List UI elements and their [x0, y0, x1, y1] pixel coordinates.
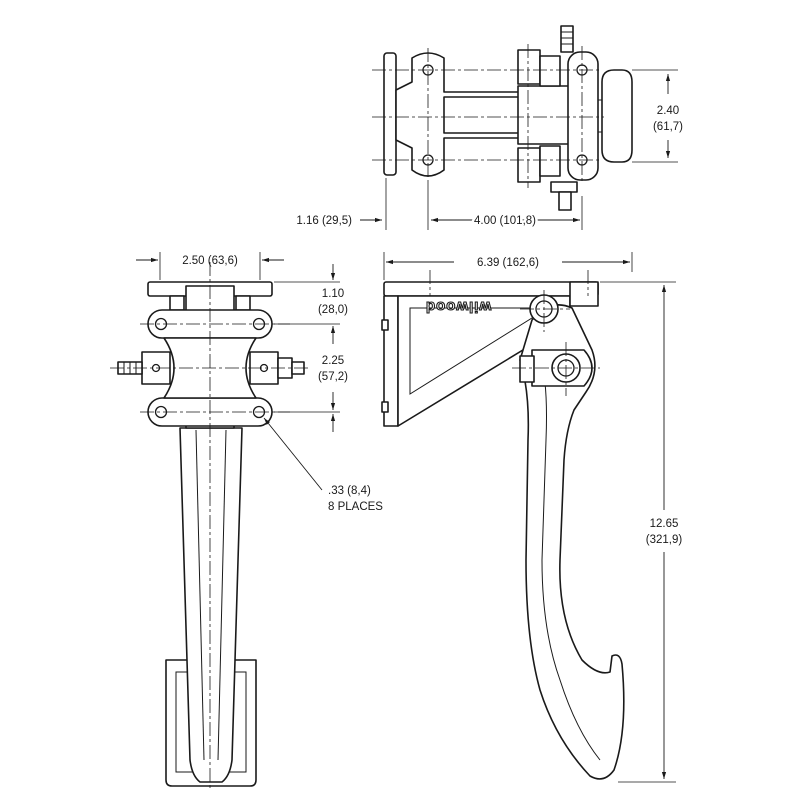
dimension-labels: 2.40 (61,7) 1.16 (29,5) 4.00 (101,8) 2.5… [182, 105, 683, 546]
side-clevis [519, 355, 535, 383]
top-pedal-edge [601, 69, 633, 163]
top-clevis-lower-left [517, 147, 541, 183]
front-view-dimensions [136, 252, 340, 491]
side-right-bracket [569, 281, 599, 307]
dim-front-hole-spacing: 2.25 [322, 355, 344, 367]
dim-front-hole-spacing-mm: (57,2) [318, 371, 348, 383]
top-stud-lower [558, 191, 572, 211]
top-nut-lower [550, 181, 578, 193]
front-top-tab [235, 295, 251, 311]
side-flange-tab [381, 401, 389, 413]
top-stud-upper [560, 25, 574, 53]
side-top-flange [383, 281, 599, 297]
front-top-tab [169, 295, 185, 311]
top-clevis-lower-right [539, 145, 561, 177]
dim-front-width: 2.50 (63,6) [182, 255, 238, 267]
top-view [372, 25, 633, 211]
dim-front-top-height: 1.10 [322, 288, 344, 300]
side-pedal-arm [519, 304, 625, 780]
top-hub [517, 85, 571, 145]
dim-hole-count: 8 PLACES [328, 501, 383, 513]
top-clevis-upper-left [517, 49, 541, 85]
top-view-dimensions [360, 69, 678, 230]
side-view: wilwood [381, 270, 625, 780]
top-right-plate [567, 51, 599, 181]
dim-front-top-height-mm: (28,0) [318, 304, 348, 316]
top-arm [443, 96, 531, 134]
dim-top-width-mm: (61,7) [653, 121, 683, 133]
logo-text: wilwood [425, 298, 492, 315]
dim-top-width: 2.40 [657, 105, 679, 117]
top-clevis-upper-right [539, 55, 561, 87]
dim-top-length: 4.00 (101,8) [474, 215, 536, 227]
dim-side-height-mm: (321,9) [646, 534, 683, 546]
front-pedal-arm [179, 427, 243, 783]
top-left-flange [383, 52, 397, 176]
side-flange-tab [381, 319, 389, 331]
dim-side-width: 6.39 (162,6) [477, 257, 539, 269]
dim-top-offset: 1.16 (29,5) [296, 215, 352, 227]
dim-hole-size: .33 (8,4) [328, 485, 371, 497]
side-view-dimensions [383, 252, 676, 783]
dim-side-height: 12.65 [650, 518, 679, 530]
front-view [110, 262, 310, 790]
